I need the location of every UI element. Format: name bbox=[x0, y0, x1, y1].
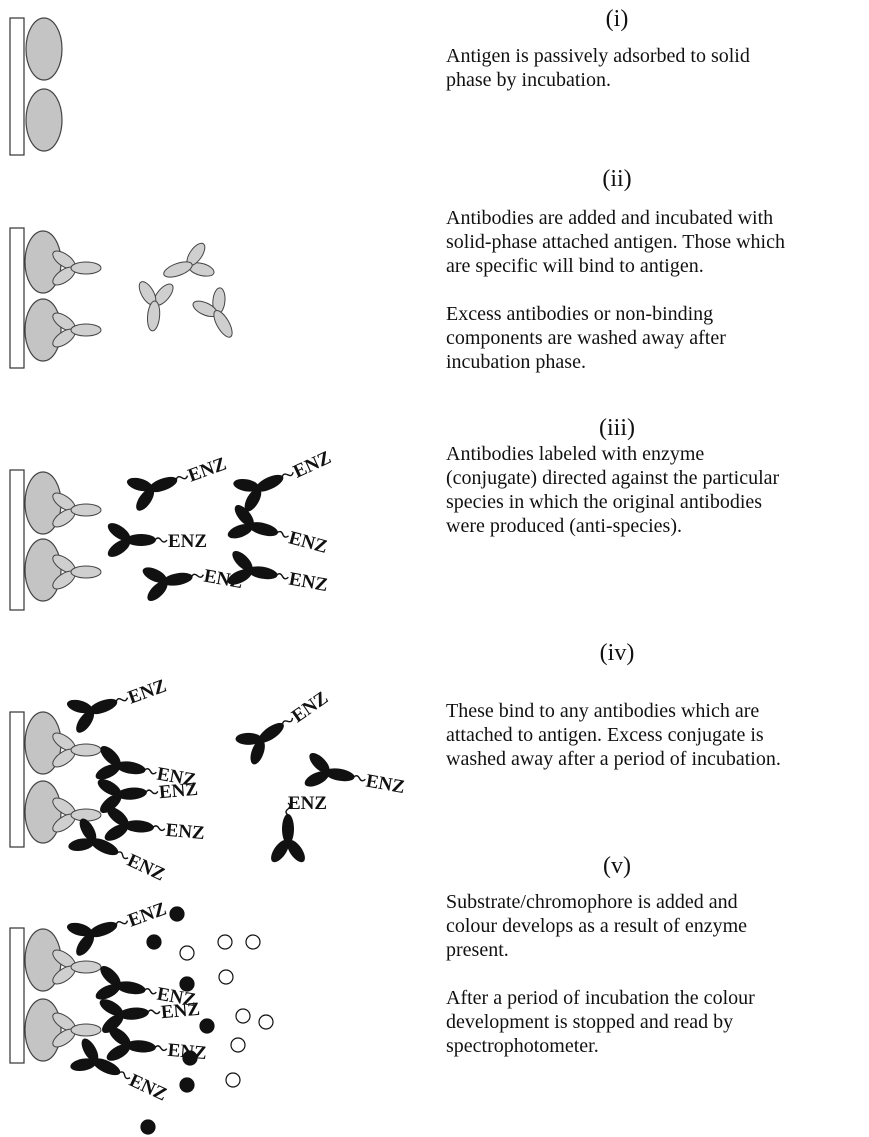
step-3-paragraph-1: Antibodies labeled with enzyme (conjugat… bbox=[446, 442, 866, 538]
antigen bbox=[26, 18, 62, 80]
substrate bbox=[236, 1009, 250, 1023]
step-4-text: These bind to any antibodies which are a… bbox=[446, 699, 866, 771]
coloured-product bbox=[183, 1051, 197, 1065]
enzyme-label: ENZ bbox=[168, 531, 207, 552]
antigen bbox=[25, 781, 61, 843]
antigen bbox=[26, 89, 62, 151]
free-antibody bbox=[187, 282, 248, 347]
step-1-text: Antigen is passively adsorbed to solid p… bbox=[446, 44, 866, 92]
enzyme-label: ENZ bbox=[160, 999, 201, 1023]
step-3-text: Antibodies labeled with enzyme (conjugat… bbox=[446, 442, 866, 538]
step-3-number: (iii) bbox=[557, 415, 677, 442]
enzyme-label: ENZ bbox=[125, 898, 169, 931]
free-antibody bbox=[132, 278, 177, 332]
antigen bbox=[25, 999, 61, 1061]
enzyme-label: ENZ bbox=[364, 771, 406, 798]
substrate bbox=[246, 935, 260, 949]
free-conjugate: ENZ bbox=[122, 443, 232, 516]
step-4-number: (iv) bbox=[557, 640, 677, 667]
free-conjugate: ENZ bbox=[105, 520, 207, 561]
step-5-paragraph-2: After a period of incubation the colour … bbox=[446, 986, 866, 1058]
enzyme-label: ENZ bbox=[287, 569, 329, 596]
coloured-product bbox=[200, 1019, 214, 1033]
step-1-paragraph-1: Antigen is passively adsorbed to solid p… bbox=[446, 44, 866, 92]
step-2-number: (ii) bbox=[557, 166, 677, 193]
enzyme-label: ENZ bbox=[126, 1070, 170, 1106]
coloured-product bbox=[141, 1120, 155, 1134]
coloured-product bbox=[180, 977, 194, 991]
solid-phase-2 bbox=[10, 228, 24, 368]
step-5-number: (v) bbox=[557, 853, 677, 880]
enzyme-label: ENZ bbox=[288, 688, 332, 728]
solid-phase-3 bbox=[10, 470, 24, 610]
bound-conjugate: ENZ bbox=[101, 803, 206, 852]
enzyme-label: ENZ bbox=[125, 675, 169, 708]
substrate bbox=[180, 946, 194, 960]
antigen bbox=[25, 299, 61, 361]
step-5-paragraph-1: Substrate/chromophore is added and colou… bbox=[446, 890, 866, 962]
step-1-number: (i) bbox=[557, 6, 677, 33]
substrate bbox=[226, 1073, 240, 1087]
free-conjugate: ENZ bbox=[268, 793, 327, 865]
coloured-product bbox=[147, 935, 161, 949]
step-2-text: Antibodies are added and incubated with … bbox=[446, 206, 866, 374]
step-5-text: Substrate/chromophore is added and colou… bbox=[446, 890, 866, 1058]
enzyme-label: ENZ bbox=[165, 820, 206, 844]
enzyme-label: ENZ bbox=[185, 453, 229, 486]
solid-phase-4 bbox=[10, 712, 24, 847]
bound-conjugate: ENZ bbox=[62, 665, 172, 738]
coloured-product bbox=[180, 1078, 194, 1092]
bound-conjugate: ENZ bbox=[63, 813, 173, 893]
step-2-paragraph-2: Excess antibodies or non-binding compone… bbox=[446, 302, 866, 374]
enzyme-label: ENZ bbox=[288, 793, 327, 814]
substrate bbox=[231, 1038, 245, 1052]
step-4-paragraph-1: These bind to any antibodies which are a… bbox=[446, 699, 866, 771]
solid-phase-1 bbox=[10, 18, 24, 155]
enzyme-label: ENZ bbox=[290, 447, 334, 483]
antigen bbox=[25, 539, 61, 601]
enzyme-label: ENZ bbox=[158, 779, 199, 803]
substrate bbox=[259, 1015, 273, 1029]
bound-conjugate: ENZ bbox=[65, 1033, 175, 1113]
free-conjugate: ENZ bbox=[228, 437, 338, 517]
solid-phase-5 bbox=[10, 928, 24, 1063]
substrate bbox=[218, 935, 232, 949]
substrate bbox=[219, 970, 233, 984]
enzyme-label: ENZ bbox=[124, 850, 168, 886]
coloured-product bbox=[170, 907, 184, 921]
enzyme-label: ENZ bbox=[286, 527, 329, 557]
bound-conjugate: ENZ bbox=[62, 888, 172, 961]
step-2-paragraph-1: Antibodies are added and incubated with … bbox=[446, 206, 866, 278]
